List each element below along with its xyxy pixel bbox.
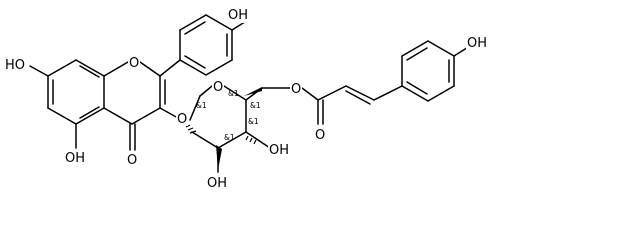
molecule-diagram: OH HO O OH O O O O O OH OH OH &1 &1 &1 &… xyxy=(3,8,490,191)
structure-canvas: OH HO O OH O O O O O OH OH OH &1 &1 &1 &… xyxy=(3,8,490,191)
atom-o-ester: O xyxy=(291,82,301,97)
stereo-label-c5: &1 xyxy=(228,89,239,98)
stereo-label-c3: &1 xyxy=(248,117,259,126)
atom-o-carbonyl: O xyxy=(127,153,137,168)
atom-oh-4prime: OH xyxy=(228,8,248,23)
stereo-annotation-layer: &1 &1 &1 &1 &1 xyxy=(196,89,261,142)
atom-ho-7: HO xyxy=(5,58,25,73)
atom-oh-coumaroyl: OH xyxy=(467,36,487,51)
stereo-label-c1: &1 xyxy=(196,101,207,110)
atom-o-ring: O xyxy=(129,56,139,71)
stereo-label-c2: &1 xyxy=(224,133,235,142)
atom-o-glycosidic: O xyxy=(177,112,187,127)
atom-oh-sugar-3: OH xyxy=(269,143,289,158)
atom-oh-5: OH xyxy=(65,151,85,166)
atom-o-ester-carbonyl: O xyxy=(315,128,325,143)
stereo-label-c4: &1 xyxy=(250,101,261,110)
atom-oh-sugar-2: OH xyxy=(207,176,227,191)
atom-label-layer: OH HO O OH O O O O O OH OH OH xyxy=(3,8,490,191)
stereo-bond-layer xyxy=(185,87,262,170)
atom-o-pyranose: O xyxy=(213,80,223,95)
